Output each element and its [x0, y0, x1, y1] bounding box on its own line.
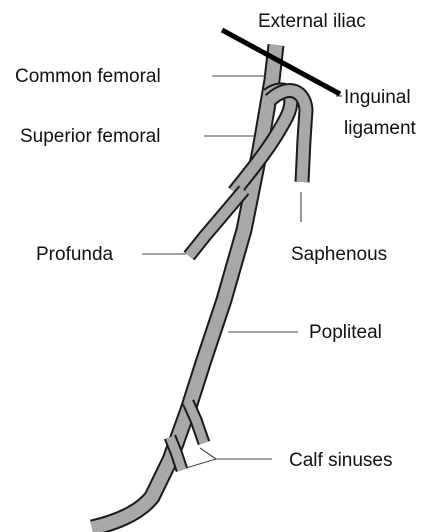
label-popliteal: Popliteal	[309, 322, 382, 343]
label-saphenous: Saphenous	[291, 244, 387, 265]
label-inguinal-ligament-line2: ligament	[344, 118, 417, 139]
calf-sinuses-leader-lower	[186, 459, 216, 468]
label-profunda: Profunda	[36, 244, 114, 265]
calf-sinuses-leader-upper	[200, 448, 216, 459]
label-external-iliac: External iliac	[258, 11, 366, 32]
label-common-femoral: Common femoral	[15, 66, 161, 87]
label-inguinal-ligament-line1: Inguinal	[344, 87, 411, 108]
label-superior-femoral: Superior femoral	[20, 126, 160, 147]
label-calf-sinuses: Calf sinuses	[289, 450, 393, 471]
